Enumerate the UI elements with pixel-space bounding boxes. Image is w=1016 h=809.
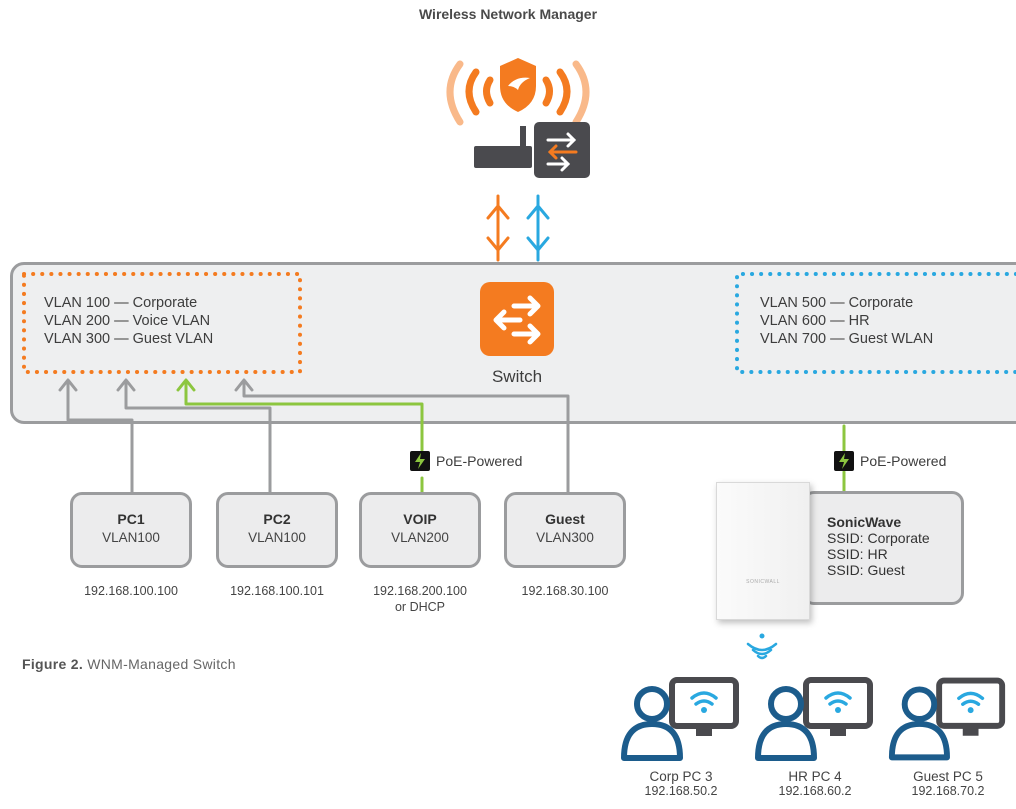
node-pc1: PC1 VLAN100 bbox=[70, 492, 192, 568]
ap-logo: SONICWALL bbox=[746, 579, 780, 585]
node-ip: 192.168.200.100 bbox=[373, 584, 467, 598]
switch-icon bbox=[480, 282, 554, 356]
node-vlan: VLAN100 bbox=[102, 530, 160, 545]
left-vlan-item: VLAN 100 — Corporate bbox=[44, 295, 198, 311]
node-ip: 192.168.100.101 bbox=[230, 584, 324, 598]
figure-label: Figure 2. bbox=[22, 656, 84, 672]
user-computer-icon bbox=[888, 677, 1006, 761]
node-name: VOIP bbox=[403, 511, 437, 527]
right-vlan-list: VLAN 500 — Corporate VLAN 600 — HR VLAN … bbox=[760, 294, 933, 348]
switch-label: Switch bbox=[491, 367, 543, 386]
node-ip: 192.168.100.100 bbox=[84, 584, 178, 598]
ssid-item: SSID: Corporate bbox=[827, 530, 930, 546]
node-guest: Guest VLAN300 bbox=[504, 492, 626, 568]
figure-text: WNM-Managed Switch bbox=[83, 656, 236, 672]
lightning-icon bbox=[834, 451, 854, 471]
wnm-cloud-icon bbox=[446, 58, 590, 178]
client-corp-pc3: Corp PC 3 192.168.50.2 bbox=[616, 672, 746, 798]
ssid-item: SSID: Guest bbox=[827, 562, 905, 578]
figure-caption: Figure 2. WNM-Managed Switch bbox=[22, 656, 236, 672]
client-guest-pc5: Guest PC 5 192.168.70.2 bbox=[884, 672, 1012, 798]
node-name: PC1 bbox=[117, 511, 145, 527]
right-vlan-box-border bbox=[735, 272, 1016, 374]
wifi-icon bbox=[746, 633, 778, 660]
right-vlan-item: VLAN 600 — HR bbox=[760, 313, 870, 329]
sonicwave-name: SonicWave bbox=[827, 514, 902, 530]
node-pc2: PC2 VLAN100 bbox=[216, 492, 338, 568]
poe-label-voip: PoE-Powered bbox=[410, 451, 522, 471]
node-ip-voip: 192.168.200.100 or DHCP bbox=[340, 583, 500, 615]
node-vlan: VLAN200 bbox=[391, 530, 449, 545]
client-ip: 192.168.70.2 bbox=[911, 784, 985, 798]
node-vlan: VLAN300 bbox=[536, 530, 594, 545]
right-vlan-item: VLAN 700 — Guest WLAN bbox=[760, 331, 934, 347]
poe-label-sonicwave: PoE-Powered bbox=[834, 451, 946, 471]
client-hr-pc4: HR PC 4 192.168.60.2 bbox=[750, 672, 880, 798]
node-name: Guest bbox=[545, 511, 585, 527]
poe-text: PoE-Powered bbox=[436, 453, 523, 469]
ssid-item: SSID: HR bbox=[827, 546, 888, 562]
node-vlan: VLAN100 bbox=[248, 530, 306, 545]
user-computer-icon bbox=[621, 677, 739, 761]
connection-lines bbox=[58, 378, 846, 494]
node-name: PC2 bbox=[263, 511, 291, 527]
client-name: Corp PC 3 bbox=[649, 769, 713, 784]
right-vlan-item: VLAN 500 — Corporate bbox=[760, 295, 914, 311]
user-computer-icon bbox=[755, 677, 873, 761]
diagram-title: Wireless Network Manager bbox=[418, 6, 598, 22]
left-vlan-box-border bbox=[22, 272, 302, 374]
node-ip: 192.168.30.100 bbox=[521, 584, 609, 598]
node-ip-alt: or DHCP bbox=[394, 600, 445, 614]
left-vlan-item: VLAN 300 — Guest VLAN bbox=[44, 331, 214, 347]
left-vlan-list: VLAN 100 — Corporate VLAN 200 — Voice VL… bbox=[44, 294, 213, 348]
client-ip: 192.168.50.2 bbox=[644, 784, 718, 798]
uplink-arrows bbox=[486, 194, 550, 262]
client-ip: 192.168.60.2 bbox=[778, 784, 852, 798]
client-name: Guest PC 5 bbox=[913, 769, 983, 784]
poe-text: PoE-Powered bbox=[860, 453, 947, 469]
node-voip: VOIP VLAN200 bbox=[359, 492, 481, 568]
access-point: SONICWALL bbox=[716, 482, 810, 620]
client-name: HR PC 4 bbox=[788, 769, 842, 784]
left-vlan-item: VLAN 200 — Voice VLAN bbox=[44, 313, 211, 329]
sonicwave-info: SonicWave SSID: Corporate SSID: HR SSID:… bbox=[802, 491, 964, 605]
lightning-icon bbox=[410, 451, 430, 471]
